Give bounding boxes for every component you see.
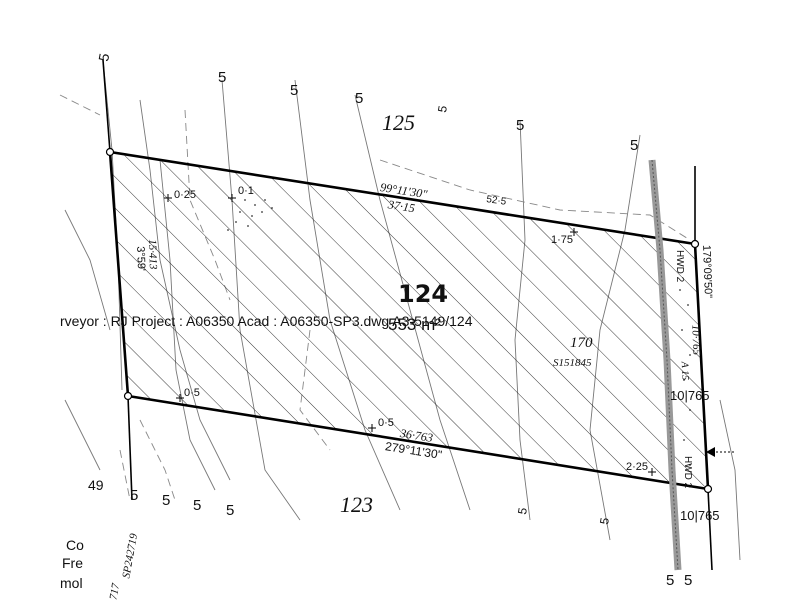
svg-text:5: 5 bbox=[226, 502, 234, 519]
svg-text:5: 5 bbox=[193, 497, 201, 514]
spot-height: 0·5 bbox=[184, 387, 200, 399]
title-block: rveyor : RJ Project : A06350 Acad : A063… bbox=[60, 313, 473, 329]
ada-label: A 15 bbox=[679, 361, 691, 381]
contour-labels: 5 5 5 5 5 5 5 5 5 5 5 5 5 5 5 52·5 bbox=[95, 52, 692, 589]
west-bearing: 3°59' bbox=[134, 246, 147, 271]
left-text-fre: Fre bbox=[62, 555, 83, 571]
survey-sup: 170 bbox=[570, 335, 593, 351]
svg-text:5: 5 bbox=[666, 572, 674, 589]
svg-text:5: 5 bbox=[130, 487, 138, 504]
dimension-label: 10|765 bbox=[670, 388, 710, 403]
east-distance: 10·765 bbox=[689, 325, 702, 356]
svg-text:5: 5 bbox=[630, 137, 638, 154]
lot-number: 124 bbox=[398, 280, 448, 308]
east-bearing: 179°09'50" bbox=[700, 245, 714, 299]
svg-text:5: 5 bbox=[597, 516, 612, 525]
spot-height: 1·75 bbox=[551, 234, 573, 246]
svg-text:5: 5 bbox=[218, 69, 226, 86]
left-text-mol: mol bbox=[60, 575, 83, 591]
dimension-label: 10|765 bbox=[680, 508, 720, 523]
svg-text:5: 5 bbox=[435, 104, 450, 113]
corner-markers bbox=[105, 147, 713, 494]
lot-area: 553 m² bbox=[388, 315, 441, 334]
spot-height: 0·25 bbox=[174, 189, 196, 201]
svg-text:5: 5 bbox=[516, 117, 524, 134]
south-distance: 36·763 bbox=[398, 426, 434, 445]
west-distance: 15·413 bbox=[146, 239, 159, 270]
svg-text:5: 5 bbox=[95, 52, 112, 63]
hwd-label: HWD 2 bbox=[682, 456, 693, 489]
left-lot-number: 49 bbox=[88, 477, 104, 493]
spot-height: 0·1 bbox=[238, 185, 254, 197]
left-text-co: Co bbox=[66, 537, 84, 553]
survey-ref: S151845 bbox=[553, 357, 592, 369]
svg-text:5: 5 bbox=[355, 90, 363, 107]
spot-crosses bbox=[164, 194, 656, 476]
left-plan-ref: SP242719 bbox=[120, 532, 140, 579]
north-distance: 37·15 bbox=[386, 197, 416, 215]
svg-text:5: 5 bbox=[515, 506, 530, 515]
left-plan-num: 717 bbox=[108, 582, 123, 600]
boundary-extensions bbox=[102, 59, 713, 571]
neighbour-lot-123: 123 bbox=[340, 492, 373, 517]
svg-text:5: 5 bbox=[684, 572, 692, 589]
hwd-label: HWD 2 bbox=[674, 250, 685, 283]
svg-text:5: 5 bbox=[162, 492, 170, 509]
spot-height: 2·25 bbox=[626, 461, 648, 473]
spot-height: 0·5 bbox=[378, 417, 394, 429]
svg-text:5: 5 bbox=[290, 82, 298, 99]
svg-text:52·5: 52·5 bbox=[486, 194, 508, 208]
neighbour-lot-125: 125 bbox=[382, 110, 415, 135]
arrow-icon bbox=[706, 447, 736, 457]
